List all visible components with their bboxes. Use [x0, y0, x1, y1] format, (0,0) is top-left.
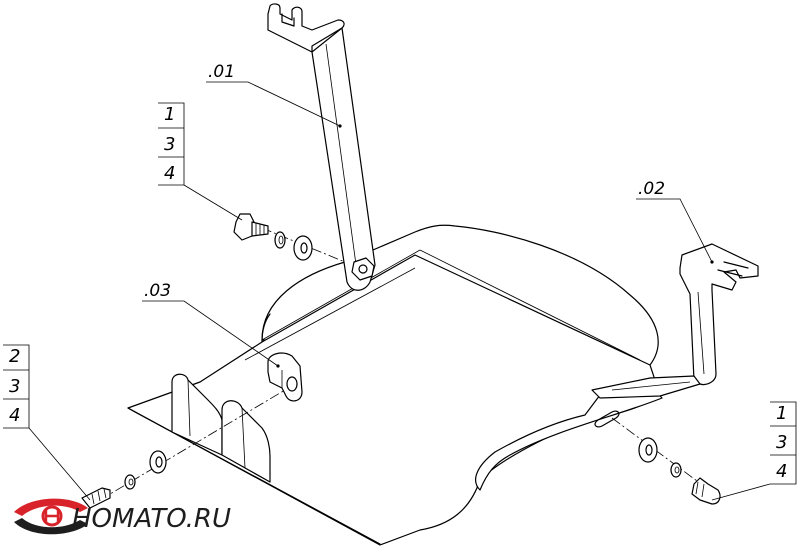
stack-lower-left-item-2: 3 [9, 376, 20, 397]
bracket-01 [267, 3, 376, 291]
callout-part-03: .03 [144, 281, 171, 301]
stack-right-item-1: 1 [776, 403, 787, 424]
fastener-set-right [611, 417, 721, 505]
stack-upper-left-item-3: 4 [164, 163, 175, 184]
callout-part-01: .01 [208, 62, 235, 82]
stack-upper-left-item-1: 1 [164, 104, 175, 125]
leader-lines [3, 81, 797, 501]
logo-text: HOMATO.RU [72, 504, 231, 534]
bracket-02 [591, 243, 759, 399]
stack-upper-left-item-2: 3 [164, 134, 175, 155]
logo-h-mark [44, 510, 60, 522]
stack-right-item-3: 4 [776, 461, 787, 482]
stack-lower-left-item-3: 4 [9, 405, 20, 426]
callout-part-02: .02 [638, 179, 665, 199]
stack-lower-left-item-1: 2 [9, 346, 20, 367]
stack-right-item-2: 3 [776, 432, 787, 453]
fastener-set-upper-left [233, 213, 346, 263]
skid-plate [127, 224, 663, 546]
fastener-set-lower-left [81, 389, 286, 509]
logo-swoosh-red [14, 498, 88, 516]
logo-swoosh-dark [14, 518, 88, 535]
homato-logo: HOMATO.RU [14, 498, 231, 535]
